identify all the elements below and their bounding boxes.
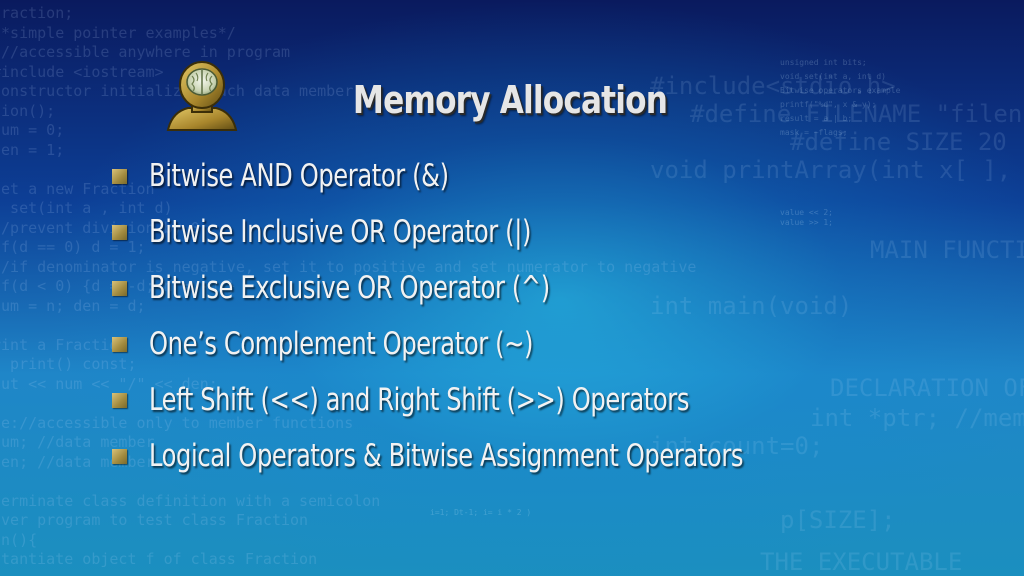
square-bullet-icon [112, 280, 127, 296]
bullet-list: Bitwise AND Operator (&) Bitwise Inclusi… [112, 148, 992, 484]
background-code-line: /*simple pointer examples*/ [0, 23, 236, 42]
background-code-line: rint a Fraction [0, 335, 128, 354]
square-bullet-icon [112, 392, 127, 408]
background-code-line: printf("%d", x & y); [780, 100, 877, 109]
background-code-line: den = 1; [0, 140, 65, 159]
background-code-line: result = a | b; [780, 114, 853, 123]
bullet-text: Bitwise AND Operator (&) [149, 158, 449, 194]
list-item: Left Shift (<<) and Right Shift (>>) Ope… [112, 372, 992, 428]
background-code-line: mask = ~flags; [780, 128, 848, 137]
background-code-line: num = 0; [0, 121, 65, 139]
bullet-text: Logical Operators & Bitwise Assignment O… [149, 438, 744, 474]
background-code-line: Bitwise operators example [780, 86, 901, 95]
background-code-line: stantiate object f of class Fraction [0, 550, 318, 568]
background-code-line: void set(int a, int d) [780, 72, 886, 81]
square-bullet-icon [112, 224, 127, 240]
background-code-line: tion(); [0, 101, 56, 120]
list-item: Bitwise Exclusive OR Operator (^) [112, 260, 992, 316]
background-code-line: in(){ [0, 530, 38, 549]
bullet-text: Bitwise Inclusive OR Operator (|) [149, 214, 532, 250]
background-code-line: #define FILENAME "filenums.txt" [690, 100, 1024, 128]
bullet-text: Bitwise Exclusive OR Operator (^) [149, 270, 550, 306]
background-code-line: p[SIZE]; [780, 506, 896, 534]
background-code-line: #include<stdio.h> [650, 72, 896, 100]
list-item: Bitwise Inclusive OR Operator (|) [112, 204, 992, 260]
square-bullet-icon [112, 336, 127, 352]
square-bullet-icon [112, 168, 127, 184]
background-code-line: terminate class definition with a semico… [0, 491, 381, 510]
head-with-brain-icon [162, 60, 242, 134]
bullet-text: Left Shift (<<) and Right Shift (>>) Ope… [149, 382, 690, 418]
background-code-line: fraction; [0, 4, 74, 22]
background-code-line: THE EXECUTABLE [760, 548, 963, 576]
background-code-line: c//accessible anywhere in program [0, 43, 291, 61]
background-code-line: #include <iostream> [0, 62, 164, 81]
list-item: One’s Complement Operator (~) [112, 316, 992, 372]
list-item: Bitwise AND Operator (&) [112, 148, 992, 204]
background-code-line: i=1; Dt-1; i= i * 2 ) [430, 508, 532, 517]
bullet-text: One’s Complement Operator (~) [149, 326, 534, 362]
slide-title: Memory Allocation [352, 78, 668, 122]
background-code-line: unsigned int bits; [780, 58, 867, 67]
list-item: Logical Operators & Bitwise Assignment O… [112, 428, 992, 484]
square-bullet-icon [112, 448, 127, 464]
background-code-line: iver program to test class Fraction [0, 511, 309, 529]
